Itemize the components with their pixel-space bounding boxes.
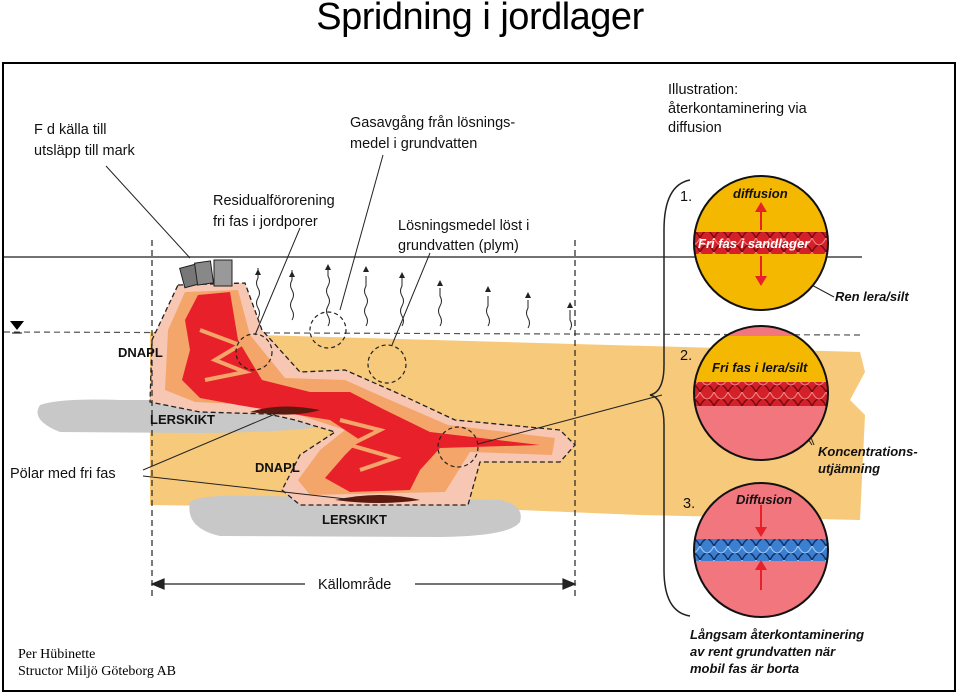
conclusion-2: av rent grundvatten när [690,644,836,659]
label-illustration-1: Illustration: [668,82,738,98]
label-illustration-3: diffusion [668,120,722,136]
svg-text:grundvatten (plym): grundvatten (plym) [398,238,519,254]
svg-text:Gasavgång från lösnings-: Gasavgång från lösnings- [350,115,515,131]
label-source-2: utsläpp till mark [34,143,135,159]
drums-icon [179,259,233,289]
circle-1-number: 1. [680,189,692,205]
label-residual-2: fri fas i jordporer [213,214,318,230]
pool-upper [250,406,320,415]
circle-1-side-label: Ren lera/silt [835,289,909,304]
circle-2-number: 2. [680,348,692,364]
page-title: Spridning i jordlager [316,0,644,38]
water-table-icon [10,321,24,330]
conclusion-3: mobil fas är borta [690,661,799,676]
circle-1-band-label: Fri fas i sandlager [698,236,810,251]
svg-text:medel i grundvatten: medel i grundvatten [350,136,477,152]
source-zone-markers [150,240,577,598]
label-illustration-2: återkontaminering via [668,101,808,117]
label-dnapl-upper: DNAPL [118,345,163,360]
svg-text:Lösningsmedel löst i: Lösningsmedel löst i [398,218,529,234]
svg-text:Residualförorening: Residualförorening [213,193,335,209]
circle-2-side-label-1: Koncentrations- [818,444,918,459]
conclusion-1: Långsam återkontaminering [690,627,864,642]
svg-text:fri fas i jordporer: fri fas i jordporer [213,214,318,230]
credit-company: Structor Miljö Göteborg AB [18,664,177,679]
svg-text:diffusion: diffusion [668,120,722,136]
svg-text:utsläpp till mark: utsläpp till mark [34,143,135,159]
svg-text:Illustration:: Illustration: [668,82,738,98]
svg-text:F d källa till: F d källa till [34,122,107,138]
clay-lens-lower [189,495,521,537]
circle-3 [693,482,829,618]
pool-lower [335,495,420,503]
brace [649,179,691,617]
label-residual-1: Residualförorening [213,193,335,209]
label-gas-1: Gasavgång från lösnings- [350,115,515,131]
circle-2 [693,325,829,461]
label-gas-2: medel i grundvatten [350,136,477,152]
gas-arrows [256,268,572,331]
credit-author: Per Hübinette [18,647,96,662]
label-lerskikt-lower: LERSKIKT [322,512,387,527]
groundwater-table [3,331,861,336]
gas-arrowheads [255,264,573,308]
label-source-zone: Källområde [318,577,391,593]
label-pools: Pölar med fri fas [10,466,116,482]
circle-2-top-label: Fri fas i lera/silt [712,360,808,375]
zoom-circles [235,311,479,468]
label-dnapl-lower: DNAPL [255,460,300,475]
diagram-frame [2,62,956,692]
circle-1 [693,175,829,311]
circle-3-top-label: Diffusion [736,492,792,507]
circle-2-side-label-2: utjämning [818,461,880,476]
label-dissolved-2: grundvatten (plym) [398,238,519,254]
svg-text:återkontaminering via: återkontaminering via [668,101,808,117]
label-lerskikt-upper: LERSKIKT [150,412,215,427]
dnapl-red-core [182,292,540,492]
label-source-1: F d källa till [34,122,107,138]
circle-3-number: 3. [683,496,695,512]
label-dissolved-1: Lösningsmedel löst i [398,218,529,234]
circle-1-top-label: diffusion [733,186,788,201]
